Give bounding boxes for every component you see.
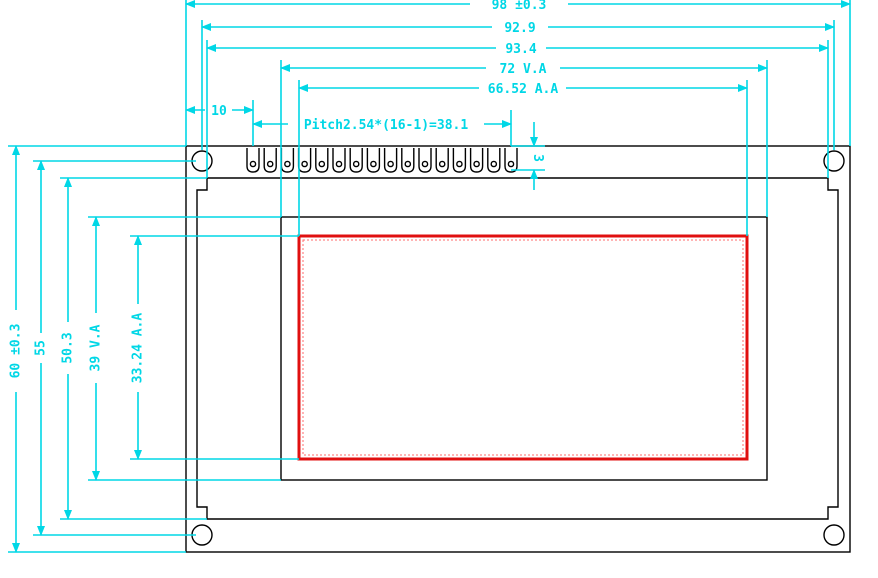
- mounting-hole-top-right: [823, 150, 845, 172]
- dim-92-9-label: 92.9: [504, 21, 535, 36]
- dim-viewing-area-width: 72 V.A: [280, 62, 768, 77]
- dim-pin-height: 3: [530, 122, 545, 190]
- pin-1: [246, 148, 260, 173]
- pin-10: [401, 148, 415, 173]
- pcb-outline: [185, 145, 851, 553]
- dim-overall-width-label: 98 ±0.3: [492, 0, 547, 13]
- module-outline: [185, 145, 851, 553]
- pin-hole-11: [421, 160, 429, 168]
- dim-overall-height-label: 60 ±0.3: [9, 324, 24, 379]
- pin-5: [315, 148, 329, 173]
- dim-50-3: 50.3: [61, 177, 76, 520]
- dim-active-area-height-label: 33.24 A.A: [131, 313, 146, 384]
- pin-14: [469, 148, 484, 173]
- active-area-inner-dots: [302, 239, 744, 456]
- pin-4: [297, 148, 312, 173]
- dim-pin-height-label: 3: [530, 154, 545, 162]
- pin-hole-3: [284, 160, 291, 168]
- pin-hole-16: [507, 160, 515, 168]
- pin-13: [452, 148, 467, 173]
- pin-11: [418, 148, 432, 173]
- dim-overall-width: 98 ±0.3: [185, 0, 851, 13]
- dim-pin-offset: 10: [185, 104, 254, 119]
- active-area-border: [297, 234, 749, 461]
- mounting-hole-bottom-right: [823, 524, 845, 546]
- pin-hole-1: [249, 160, 257, 168]
- viewing-area-outline: [280, 216, 768, 481]
- pin-15: [487, 148, 501, 173]
- dim-active-area-width-label: 66.52 A.A: [488, 82, 559, 97]
- dim-active-area-height: 33.24 A.A: [131, 235, 146, 460]
- pin-7: [349, 148, 363, 173]
- dim-50-3-label: 50.3: [61, 332, 76, 363]
- dim-viewing-area-width-label: 72 V.A: [500, 62, 547, 77]
- pin-hole-9: [387, 160, 394, 168]
- dim-92-9: 92.9: [201, 21, 835, 36]
- pin-row: [246, 148, 518, 173]
- dim-pin-pitch: Pitch2.54*(16-1)=38.1: [252, 118, 512, 133]
- dim-pin-offset-label: 10: [211, 104, 227, 119]
- dim-93-4-label: 93.4: [505, 42, 536, 57]
- pin-12: [435, 148, 449, 173]
- dim-93-4: 93.4: [206, 42, 829, 57]
- pin-hole-13: [456, 160, 463, 168]
- dim-viewing-area-height-label: 39 V.A: [89, 324, 104, 371]
- pin-hole-7: [352, 160, 360, 168]
- pin-16: [504, 148, 518, 173]
- pin-hole-14: [473, 160, 480, 168]
- dim-viewing-area-height: 39 V.A: [89, 216, 104, 481]
- pin-3: [280, 148, 295, 173]
- bezel-outline: [196, 177, 839, 520]
- pin-2: [263, 148, 277, 173]
- dim-55: 55: [34, 160, 49, 536]
- dim-55-label: 55: [34, 340, 49, 356]
- dim-pin-pitch-label: Pitch2.54*(16-1)=38.1: [304, 118, 469, 133]
- pin-hole-2: [266, 160, 274, 168]
- pin-hole-15: [490, 160, 498, 168]
- pin-8: [366, 148, 381, 173]
- dim-overall-height: 60 ±0.3: [9, 145, 24, 553]
- pin-6: [332, 148, 346, 173]
- pin-hole-4: [301, 160, 308, 168]
- pin-hole-5: [318, 160, 326, 168]
- pin-hole-12: [438, 160, 446, 168]
- extension-lines: [8, 0, 851, 553]
- pin-hole-10: [404, 160, 412, 168]
- pin-hole-8: [370, 160, 377, 168]
- pin-hole-6: [335, 160, 343, 168]
- dim-active-area-width: 66.52 A.A: [298, 82, 748, 97]
- pin-9: [383, 148, 398, 173]
- active-area: [297, 234, 749, 461]
